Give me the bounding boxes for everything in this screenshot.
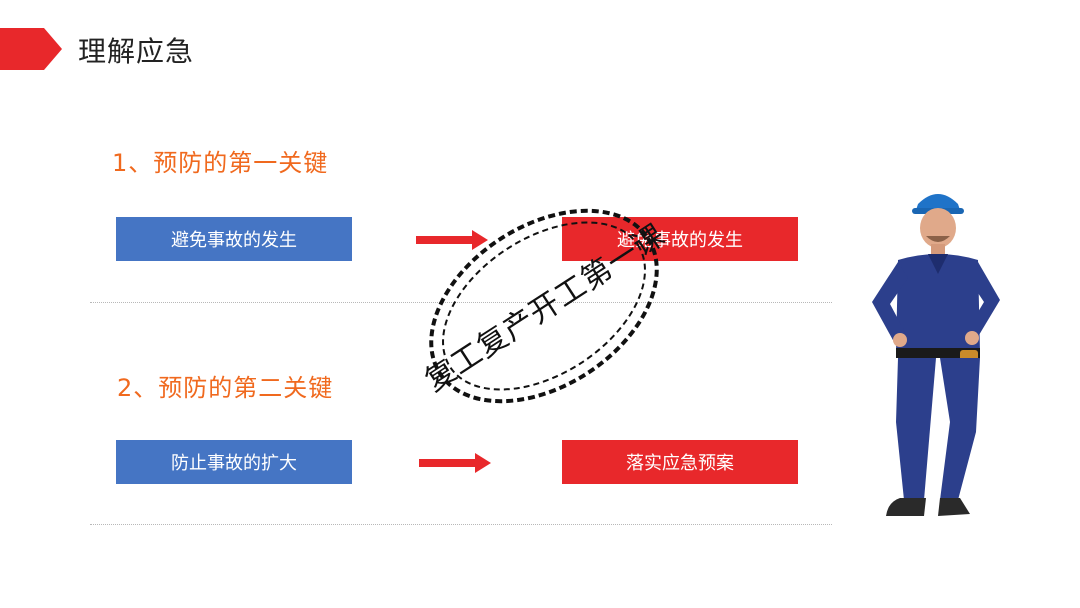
arrow-right-icon	[416, 230, 488, 250]
divider	[90, 302, 832, 303]
section-2-heading: 2、预防的第二关键	[117, 374, 334, 402]
section-1-heading: 1、预防的第一关键	[112, 149, 329, 177]
section-1-left-box: 避免事故的发生	[116, 217, 352, 261]
title-marker	[0, 28, 62, 70]
section-2-right-box: 落实应急预案	[562, 440, 798, 484]
arrow-right-icon	[419, 453, 491, 473]
page-title: 理解应急	[78, 35, 195, 68]
section-2-left-box: 防止事故的扩大	[116, 440, 352, 484]
divider	[90, 524, 832, 525]
section-1-right-box: 避免事故的发生	[562, 217, 798, 261]
worker-illustration	[872, 194, 1000, 516]
